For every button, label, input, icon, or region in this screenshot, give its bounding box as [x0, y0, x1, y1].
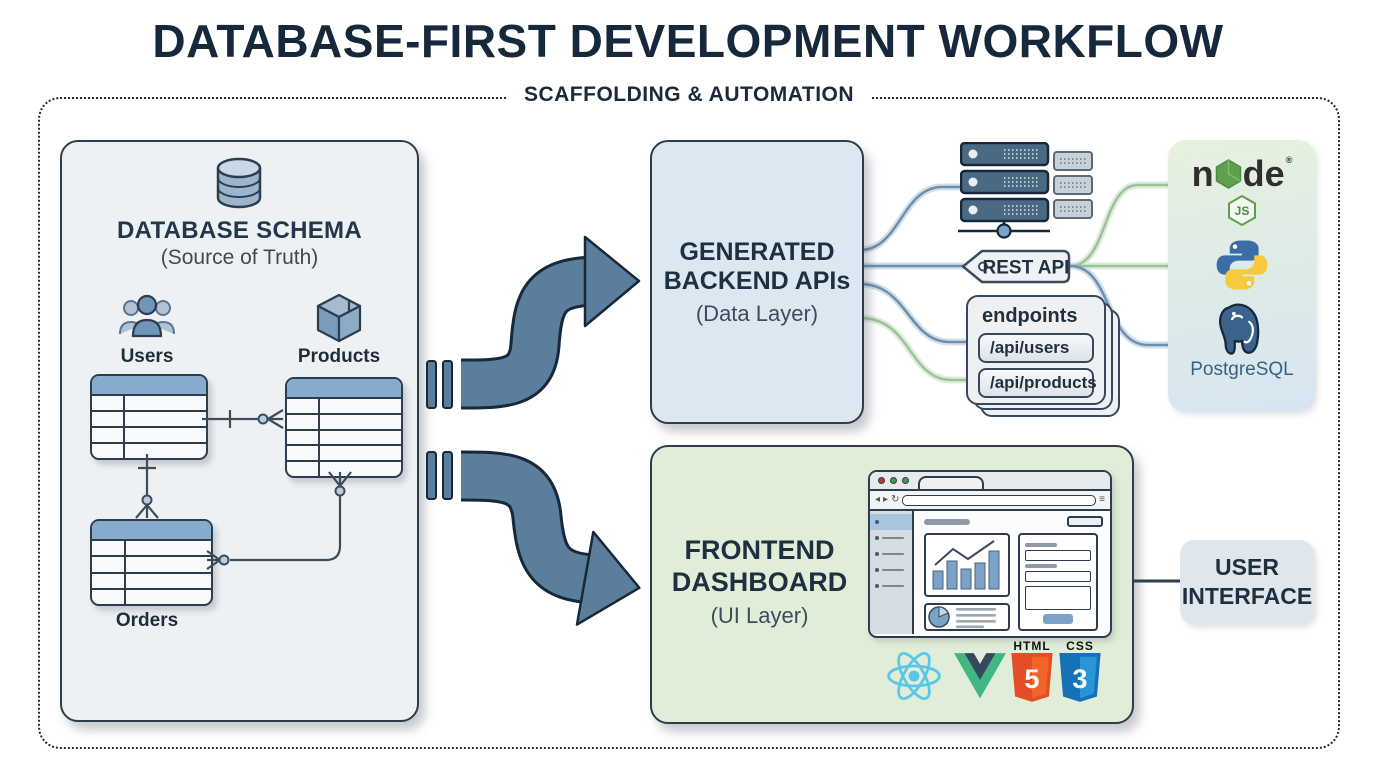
bar-chart-card [924, 533, 1010, 597]
pie-chart-card [924, 603, 1010, 631]
pie-chart [928, 606, 996, 629]
container-label-text: SCAFFOLDING & AUTOMATION [507, 83, 871, 106]
postgresql-label: PostgreSQL [1190, 359, 1294, 380]
entity-label-orders: Orders [115, 610, 179, 631]
backend-tech-panel: n de ® JS PostgreSQL [1168, 140, 1316, 412]
sidebar-item [870, 578, 912, 594]
backend-subtitle: (Data Layer) [695, 300, 819, 326]
orders-table [90, 519, 213, 606]
server-stack-icon [960, 142, 1093, 223]
frontend-title-block: FRONTEND DASHBOARD (UI Layer) [652, 535, 867, 629]
html5-shield: 5 [1011, 653, 1053, 702]
html5-word: HTML [1013, 639, 1051, 653]
vuejs-icon [954, 653, 1006, 699]
endpoints-card: endpoints /api/users /api/products [966, 295, 1106, 405]
ui-box-line2: INTERFACE [1181, 583, 1313, 609]
database-icon [216, 157, 262, 209]
sidebar-item [870, 530, 912, 546]
dashboard-main [914, 511, 1110, 634]
page-title: DATABASE-FIRST DEVELOPMENT WORKFLOW [152, 15, 1224, 67]
endpoint-route-products: /api/products [978, 368, 1097, 398]
backend-title-line1: GENERATED [679, 237, 835, 266]
node-word-de: de [1242, 153, 1285, 194]
frontend-subtitle: (UI Layer) [710, 602, 809, 628]
bar-chart [932, 540, 1000, 590]
menu-icon: ≡ [1099, 494, 1105, 505]
node-registered-mark: ® [1285, 155, 1293, 165]
css3-shield: 3 [1059, 653, 1101, 702]
dashboard-sidebar [870, 511, 914, 634]
window-minimize-dot [890, 477, 897, 484]
form-textarea [1025, 586, 1091, 610]
nodejs-badge-icon: JS [1228, 194, 1256, 227]
frontend-dashboard-box: FRONTEND DASHBOARD (UI Layer) ◂ ▸ ↻ ≡ [650, 445, 1134, 724]
browser-mockup: ◂ ▸ ↻ ≡ [868, 470, 1112, 638]
css3-number: 3 [1072, 663, 1087, 694]
browser-tab [918, 476, 984, 489]
dashboard-top-button [1067, 516, 1103, 527]
entity-label-users: Users [120, 346, 174, 367]
form-submit-button [1043, 614, 1073, 624]
nodejs-logo: n de ® [1192, 156, 1293, 192]
rest-api-tag: REST API [961, 249, 1071, 284]
url-bar [902, 494, 1097, 506]
react-icon [887, 652, 941, 700]
endpoints-title: endpoints [982, 305, 1078, 327]
refresh-icon: ↻ [891, 494, 900, 505]
products-icon [316, 293, 362, 343]
window-maximize-dot [902, 477, 909, 484]
form-input [1025, 571, 1091, 582]
frontend-title-line1: FRONTEND [684, 535, 835, 565]
ui-box-line1: USER [1215, 554, 1279, 581]
table-header [287, 379, 401, 397]
css3-icon: CSS 3 [1058, 639, 1102, 708]
frontend-title-line2: DASHBOARD [671, 566, 848, 597]
sidebar-item [870, 546, 912, 562]
form-label [1025, 543, 1057, 547]
endpoint-route-users: /api/users [978, 333, 1094, 363]
browser-titlebar [870, 472, 1110, 491]
forward-icon: ▸ [883, 494, 889, 505]
postgresql-logo [1219, 303, 1260, 355]
css3-word: CSS [1066, 639, 1094, 653]
users-icon [119, 294, 175, 338]
sidebar-item-active [870, 514, 912, 530]
html5-number: 5 [1024, 663, 1039, 694]
python-logo [1216, 240, 1268, 290]
back-icon: ◂ [875, 494, 881, 505]
form-input [1025, 550, 1091, 561]
database-schema-panel: DATABASE SCHEMA (Source of Truth) Users … [60, 140, 419, 722]
workflow-container: SCAFFOLDING & AUTOMATION [38, 83, 1340, 749]
html5-icon: HTML 5 [1010, 639, 1054, 708]
rest-api-label: REST API [983, 258, 1070, 279]
nodejs-badge-label: JS [1235, 204, 1250, 218]
node-hexagon-icon [1215, 159, 1241, 189]
sidebar-item [870, 562, 912, 578]
form-card [1018, 533, 1098, 631]
schema-subtitle: (Source of Truth) [160, 246, 319, 269]
entity-label-products: Products [297, 346, 381, 367]
form-label [1025, 564, 1057, 568]
table-header [92, 521, 211, 539]
node-word-n: n [1191, 153, 1214, 194]
users-table [90, 374, 208, 460]
schema-title: DATABASE SCHEMA [117, 217, 362, 244]
backend-apis-box: GENERATED BACKEND APIs (Data Layer) [650, 140, 864, 424]
table-header [92, 376, 206, 394]
user-interface-box: USER INTERFACE [1180, 540, 1314, 624]
dashboard-heading-bar [924, 519, 970, 525]
container-label: SCAFFOLDING & AUTOMATION [40, 83, 1338, 107]
backend-title-line2: BACKEND APIs [663, 267, 851, 295]
browser-navbar: ◂ ▸ ↻ ≡ [870, 491, 1110, 511]
window-close-dot [878, 477, 885, 484]
products-table [285, 377, 403, 478]
